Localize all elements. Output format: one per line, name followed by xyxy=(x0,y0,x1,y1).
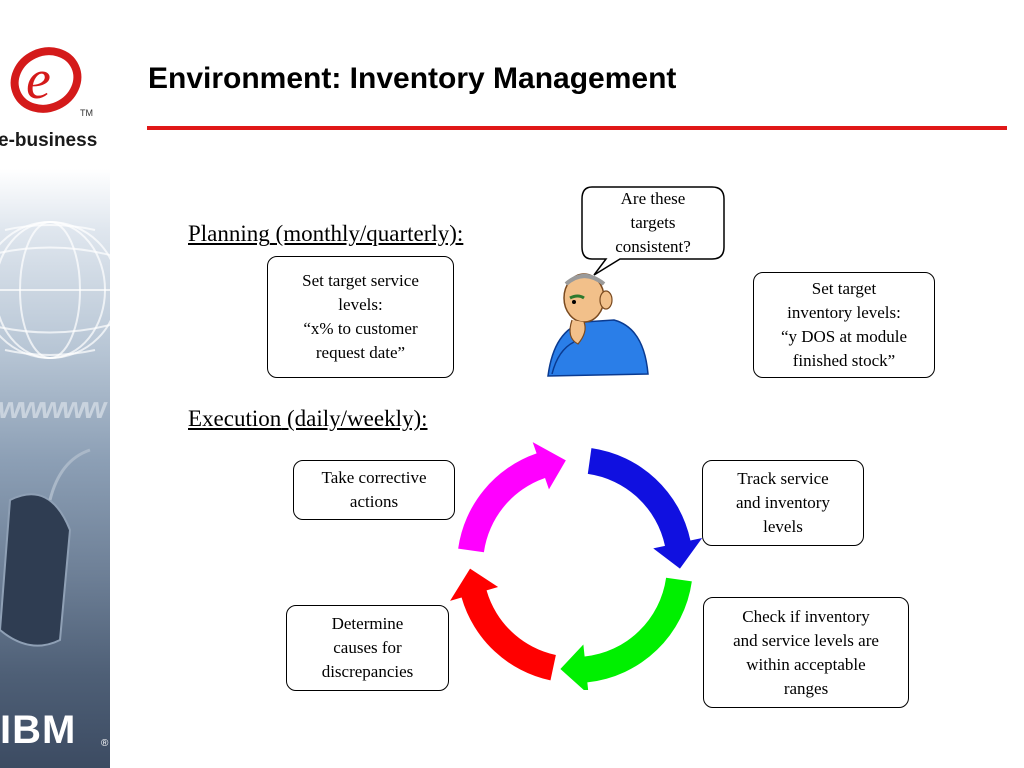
computer-mouse-icon xyxy=(0,448,91,647)
planning-heading: Planning (monthly/quarterly): xyxy=(188,221,463,247)
planning-heading-label: Planning xyxy=(188,221,270,246)
e-business-logo-icon: e TM xyxy=(10,47,93,118)
registered-mark: ® xyxy=(101,738,109,749)
cycle-step-determine-text: Determine causes for discrepancies xyxy=(321,614,414,681)
svg-text:e: e xyxy=(26,49,51,111)
cycle-step-determine: Determine causes for discrepancies xyxy=(286,605,449,691)
cycle-step-track: Track service and inventory levels xyxy=(702,460,864,546)
execution-heading: Execution (daily/weekly): xyxy=(188,406,428,432)
slide-title: Environment: Inventory Management xyxy=(148,62,677,95)
target-inventory-text: Set target inventory levels: “y DOS at m… xyxy=(780,279,908,370)
sidebar-decoration: e TM e-business wwwww IBM ® xyxy=(0,0,110,768)
cycle-step-track-text: Track service and inventory levels xyxy=(736,469,830,536)
cycle-arrow-track xyxy=(587,448,703,569)
target-service-box: Set target service levels: “x% to custom… xyxy=(267,256,454,378)
cycle-arrow-correct xyxy=(458,442,566,553)
speech-bubble-shape xyxy=(581,186,725,276)
speech-bubble: Are these targets consistent? xyxy=(584,188,722,258)
target-inventory-box: Set target inventory levels: “y DOS at m… xyxy=(753,272,935,378)
www-decoration: wwwww xyxy=(0,392,108,425)
cycle-step-correct: Take corrective actions xyxy=(293,460,455,520)
cycle-step-check: Check if inventory and service levels ar… xyxy=(703,597,909,708)
execution-heading-label: Execution xyxy=(188,406,282,431)
cycle-step-check-text: Check if inventory and service levels ar… xyxy=(733,606,879,698)
cycle-step-correct-text: Take corrective actions xyxy=(321,468,427,511)
cycle-arrow-determine xyxy=(450,568,556,681)
process-cycle-diagram xyxy=(450,442,703,690)
execution-heading-period: (daily/weekly): xyxy=(287,406,428,431)
title-underline-rule xyxy=(147,126,1007,130)
planning-heading-period: (monthly/quarterly): xyxy=(275,221,464,246)
target-service-text: Set target service levels: “x% to custom… xyxy=(302,271,419,362)
ibm-logo: IBM xyxy=(0,708,77,752)
brand-text: e-business xyxy=(0,130,98,151)
cycle-arrow-check xyxy=(560,577,692,690)
speech-bubble-text: Are these targets consistent? xyxy=(615,189,691,256)
trademark-mark: TM xyxy=(80,108,93,118)
thinking-man-icon xyxy=(547,273,649,377)
globe-icon xyxy=(0,221,110,359)
